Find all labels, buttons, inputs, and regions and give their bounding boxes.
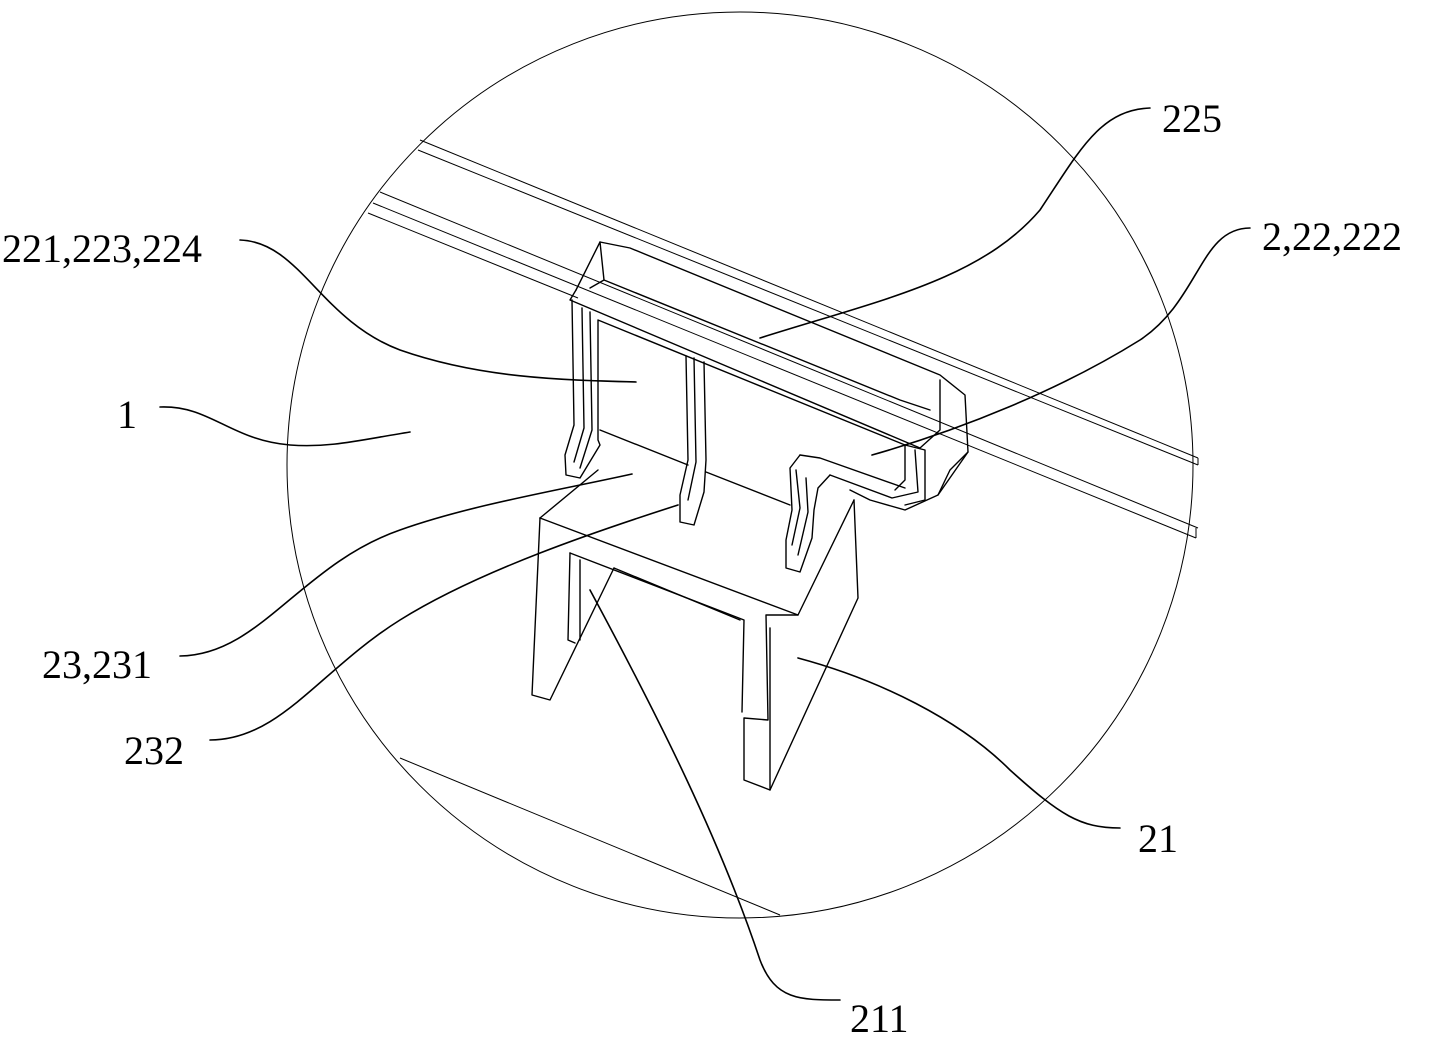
leader-21 — [797, 657, 1121, 829]
label-1: 1 — [117, 392, 137, 437]
leader-211 — [589, 589, 841, 1001]
rail-edges — [367, 139, 1199, 916]
base-21 — [531, 499, 859, 791]
leader-221-223-224 — [239, 239, 637, 383]
leader-225 — [759, 107, 1151, 339]
label-211: 211 — [850, 996, 909, 1039]
leader-2-22-222 — [871, 227, 1251, 456]
detail-circle — [286, 11, 1194, 919]
leader-232 — [209, 504, 679, 741]
leader-lines — [159, 107, 1251, 1001]
label-21: 21 — [1138, 816, 1178, 861]
leader-1 — [159, 406, 411, 447]
label-23-231: 23,231 — [42, 642, 152, 687]
rib-232 — [539, 355, 791, 526]
label-225: 225 — [1162, 96, 1222, 141]
leader-23-231 — [179, 473, 633, 657]
frame-22 — [564, 241, 969, 573]
label-221-223-224: 221,223,224 — [2, 226, 202, 271]
label-2-22-222: 2,22,222 — [1262, 214, 1402, 259]
label-232: 232 — [124, 728, 184, 773]
